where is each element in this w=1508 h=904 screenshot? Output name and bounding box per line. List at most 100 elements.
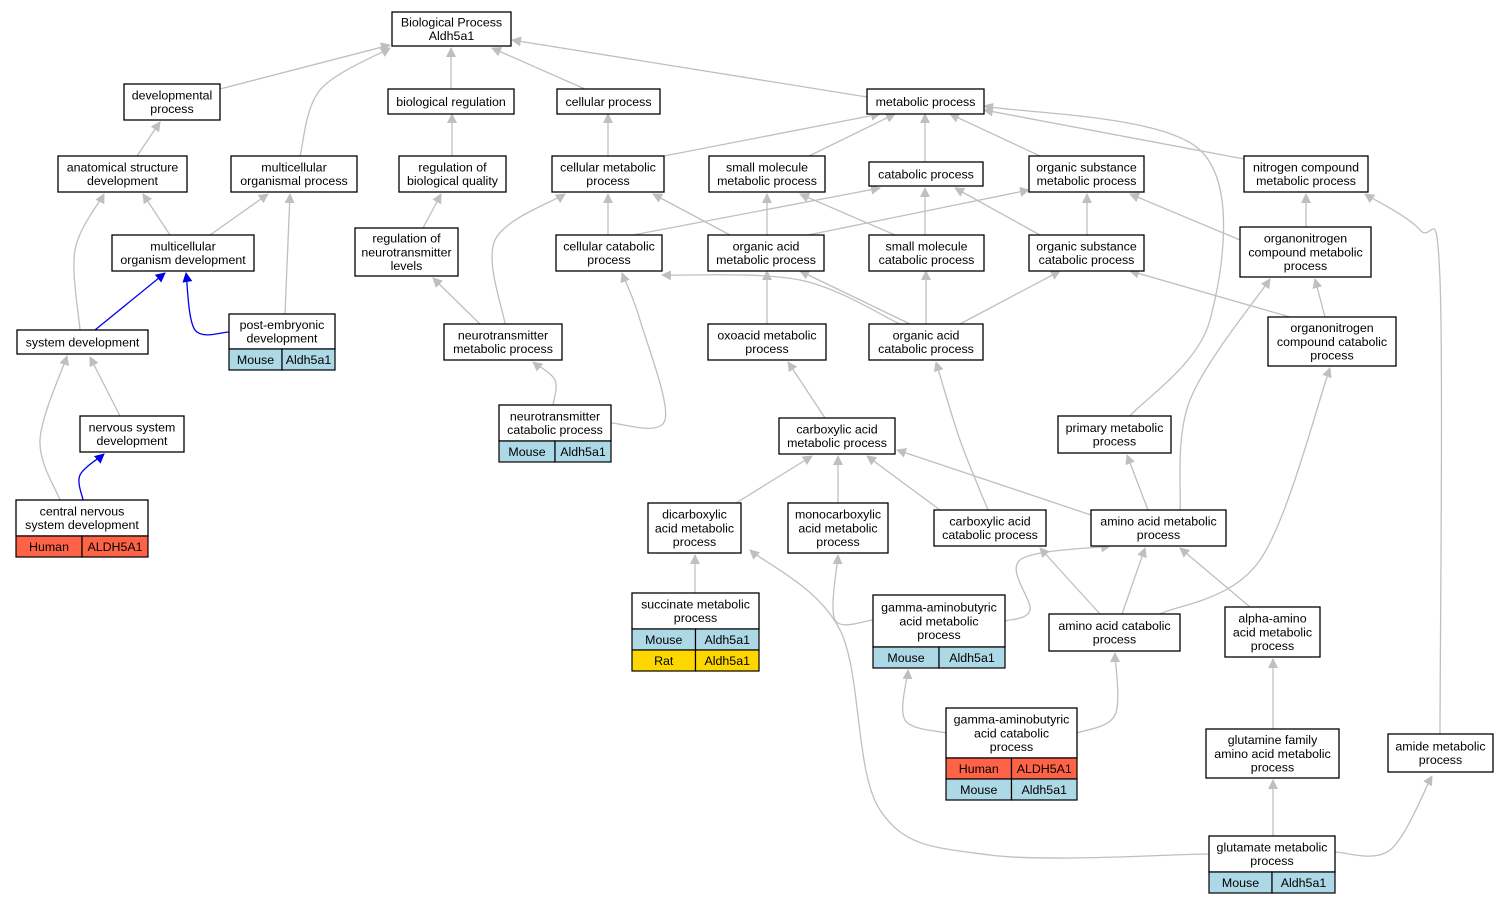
node-box — [787, 502, 889, 554]
node-label-line: oxoacid metabolic — [717, 329, 816, 343]
node-label-line: carboxylic acid — [796, 423, 877, 437]
node-box — [551, 155, 665, 193]
gene-cell — [81, 535, 149, 558]
node-label-line: development — [87, 174, 159, 188]
node-box — [398, 155, 507, 193]
edge-aac-to-cac — [1039, 547, 1101, 615]
edge-glu-to-dcm — [749, 549, 1210, 859]
edge-cell-to-bp — [491, 47, 586, 90]
node-label-line: organic acid — [893, 329, 960, 343]
go-term-node-met[interactable]: metabolic process — [866, 88, 985, 115]
edge-sysd-to-mod — [94, 272, 166, 331]
node-label-line: primary metabolic — [1066, 421, 1164, 435]
node-box — [57, 155, 188, 193]
node-box — [555, 234, 663, 272]
node-box — [1048, 613, 1181, 652]
node-box — [778, 417, 896, 455]
node-label-line: process — [674, 611, 717, 625]
node-label-line: glutamate metabolic — [1217, 841, 1328, 855]
node-label-line: acid metabolic — [899, 614, 978, 628]
go-term-node-cat[interactable]: catabolic process — [868, 161, 984, 187]
node-label-line: regulation of — [372, 232, 441, 246]
edge-ped-to-mod — [182, 272, 230, 336]
go-term-node-breg[interactable]: biological regulation — [387, 88, 515, 115]
edge-gabam-to-mcm — [832, 554, 874, 626]
edge-ntm-to-rnl — [432, 277, 481, 325]
edge-asd-to-dev — [136, 121, 161, 157]
node-box — [647, 502, 742, 554]
species-label: Mouse — [1222, 876, 1259, 890]
node-label-line: anatomical structure — [67, 161, 179, 175]
go-term-node-cell[interactable]: cellular process — [556, 88, 661, 115]
node-label-line: biological regulation — [396, 95, 506, 109]
node-label-line: amino acid catabolic — [1058, 619, 1170, 633]
edge-ntc-to-ccp — [610, 272, 667, 429]
node-label-line: post-embryonic — [240, 318, 325, 332]
gene-label: Aldh5a1 — [286, 353, 332, 367]
node-box — [707, 234, 825, 272]
node-box — [707, 323, 827, 361]
edge-oac-to-ccp — [661, 270, 901, 325]
species-label: Rat — [654, 654, 674, 668]
edge-cmp-to-met — [663, 110, 881, 157]
node-label-line: process — [673, 535, 716, 549]
node-label-line: acid catabolic — [974, 726, 1049, 740]
node-label-line: process — [816, 535, 859, 549]
node-label-line: metabolic process — [787, 436, 887, 450]
gene-cell — [1271, 871, 1336, 894]
node-box — [443, 323, 563, 361]
node-label-line: metabolic process — [876, 95, 976, 109]
node-box — [868, 161, 984, 187]
species-label: Human — [29, 540, 69, 554]
node-box — [1224, 606, 1321, 658]
go-term-node-sysd[interactable]: system development — [16, 329, 149, 355]
edge-aac-to-aam — [1121, 547, 1147, 615]
node-label-line: amino acid metabolic — [1100, 515, 1216, 529]
species-label: Mouse — [960, 783, 997, 797]
node-label-line: metabolic process — [717, 174, 817, 188]
node-box — [1205, 728, 1340, 779]
node-label-line: biological quality — [407, 174, 499, 188]
node-label-line: metabolic process — [1037, 174, 1137, 188]
edge-oncc-to-oncm — [1312, 278, 1326, 318]
